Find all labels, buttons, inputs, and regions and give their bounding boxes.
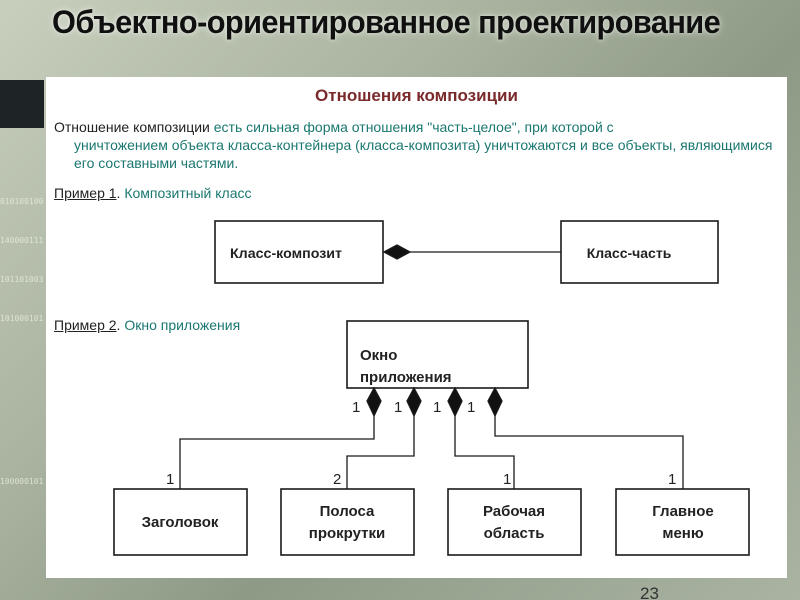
connector-title <box>179 416 375 489</box>
example1-label: Пример 1 <box>54 185 117 201</box>
example2-label: Пример 2 <box>54 317 117 333</box>
part-label-main-menu-line1: Главное <box>652 503 713 520</box>
part-box-scrollbar <box>280 488 415 556</box>
slide-title: Объектно-ориентированное проектирование <box>52 4 721 40</box>
background-binary-text: 140000111 <box>0 236 44 245</box>
multiplicity-part: 1 <box>166 471 174 488</box>
composition-diamond <box>382 244 412 260</box>
composition-diamond <box>487 386 503 418</box>
part-label-workspace-line2: область <box>484 525 545 542</box>
multiplicity-part: 1 <box>503 471 511 488</box>
example1-separator: . <box>116 185 121 201</box>
part-box-title <box>113 488 248 556</box>
multiplicity-whole: 1 <box>433 399 441 416</box>
composition-diamond <box>366 386 382 418</box>
definition-text-rest: уничтожением объекта класса-контейнера (… <box>74 137 773 171</box>
part-box-workspace <box>447 488 582 556</box>
composition-diamond <box>406 386 422 418</box>
app-window-box <box>346 320 529 389</box>
example1-caption: Пример 1. Композитный класс <box>54 185 252 201</box>
part-box-main-menu <box>615 488 750 556</box>
multiplicity-whole: 1 <box>394 399 402 416</box>
definition-lead: Отношение композиции <box>54 119 210 135</box>
definition-text-line1: есть сильная форма отношения "часть-цело… <box>209 119 614 135</box>
example2-text: Окно приложения <box>120 317 241 333</box>
page-number: 23 <box>640 584 659 600</box>
app-window-label-line1: Окно <box>360 347 397 364</box>
background-binary-text: 010100100 <box>0 197 44 206</box>
part-class-box <box>560 220 719 284</box>
background-binary-text: 100000101 <box>0 477 44 486</box>
example2-separator: . <box>116 317 121 333</box>
multiplicity-part: 2 <box>333 471 341 488</box>
part-label-scrollbar-line1: Полоса <box>320 503 375 520</box>
slide-subtitle: Отношения композиции <box>315 86 518 105</box>
part-label-main-menu-line2: меню <box>662 525 703 542</box>
composite-class-box <box>214 220 384 284</box>
part-label-workspace-line1: Рабочая <box>483 503 545 520</box>
connector-workspace <box>454 416 515 489</box>
background-dark-block <box>0 80 44 128</box>
example1-text: Композитный класс <box>120 185 252 201</box>
composition-diamond <box>447 386 463 418</box>
part-label-scrollbar-line2: прокрутки <box>309 525 385 542</box>
background-binary-text: 101000101 <box>0 314 44 323</box>
connector-main-menu <box>494 416 684 489</box>
multiplicity-part: 1 <box>668 471 676 488</box>
multiplicity-whole: 1 <box>467 399 475 416</box>
app-window-label-line2: приложения <box>360 369 452 386</box>
multiplicity-whole: 1 <box>352 399 360 416</box>
part-label-title: Заголовок <box>142 514 219 531</box>
definition-paragraph: Отношение композиции есть сильная форма … <box>54 118 779 172</box>
example2-caption: Пример 2. Окно приложения <box>54 317 240 333</box>
composite-class-label: Класс-композит <box>230 245 342 261</box>
connector-scrollbar <box>346 416 415 489</box>
background-binary-text: 101101003 <box>0 275 44 284</box>
part-class-label: Класс-часть <box>587 245 672 261</box>
